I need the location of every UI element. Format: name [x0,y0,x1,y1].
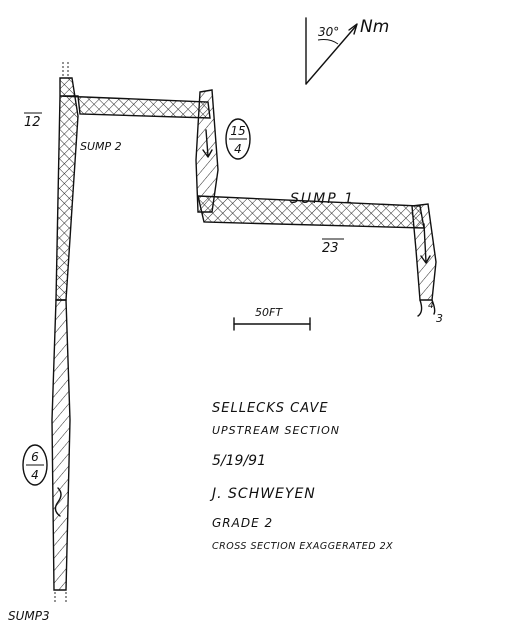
station-lower-numerator: 6 [31,450,39,464]
scale-bar: 50FT [233,306,311,331]
passage-right-descent [411,203,437,301]
depth-left-group: 12 [24,112,42,130]
depth-right-label: 23 [322,241,339,256]
station-lower: 6 4 [22,444,48,486]
depth-right-group: 23 [322,238,344,256]
sump3-label: SUMP3 [8,609,50,623]
station-lower-denominator: 4 [31,468,39,482]
sump2-label: SUMP 2 [80,140,122,153]
sump1-label: SUMP 1 [290,191,355,207]
drop-arrow-icon [202,129,213,158]
section-label: UPSTREAM SECTION [212,424,340,437]
station-upper: 15 4 [225,118,251,160]
passage-top-stub [62,62,69,76]
station-upper-denominator: 4 [234,142,242,156]
end-mark-label-2: 3 [436,312,443,325]
north-arrow-line [305,25,357,85]
grade-label: GRADE 2 [212,516,273,530]
descent-arrow-icon [420,223,431,264]
passage-squiggle [54,487,62,517]
station-upper-numerator: 15 [230,124,245,138]
surveyor-name: J. SCHWEYEN [209,486,316,502]
north-label: Nm [360,17,389,37]
cave-name: SELLECKS CAVE [212,401,329,416]
passage-bottom-stub [54,592,67,604]
passage-left-vertical-hatched [55,77,79,301]
passage-upper-horizontal [59,95,211,119]
scale-bar-label: 50FT [255,306,283,319]
north-arrow-head-icon [348,23,358,35]
title-block: SELLECKS CAVE UPSTREAM SECTION 5/19/91 J… [209,401,393,552]
passage-end-mark [417,299,436,317]
north-angle-label: 30° [318,25,339,39]
north-arrow: 30° Nm [305,17,389,85]
passage-left-vertical-lower [51,299,71,591]
end-mark-label: 4 [428,301,434,311]
depth-left-label: 12 [24,115,41,130]
north-arrow-angle-arc [317,39,339,45]
cross-section-note: CROSS SECTION EXAGGERATED 2X [212,541,393,552]
survey-date: 5/19/91 [212,453,266,469]
